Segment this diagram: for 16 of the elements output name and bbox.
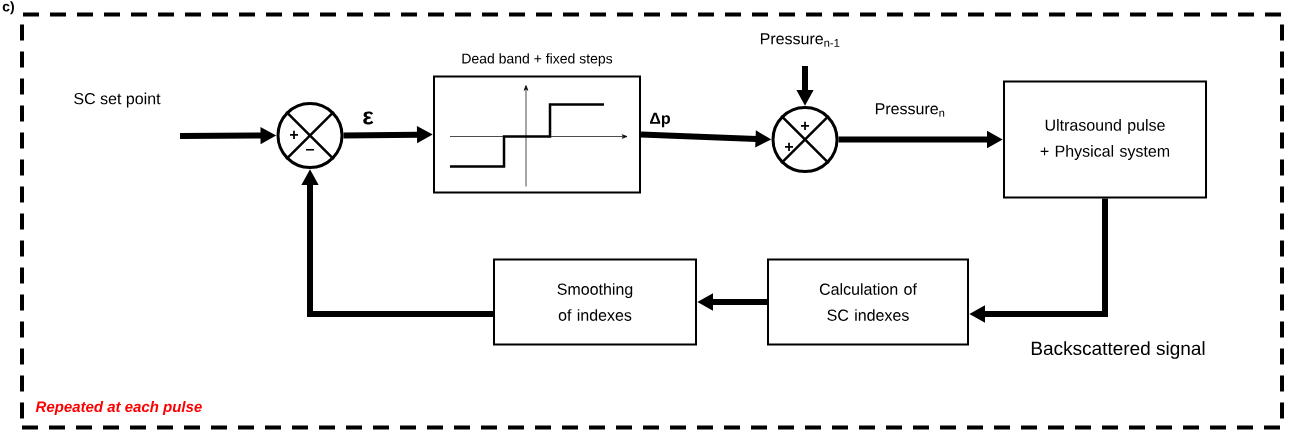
edge-label: Δp bbox=[650, 112, 670, 128]
summing-junction: + – bbox=[276, 102, 344, 169]
process-box: Ultrasound pulse + Physical system bbox=[1003, 80, 1207, 199]
edge-label: SC set point bbox=[74, 92, 161, 108]
note-text: Repeated at each pulse bbox=[35, 401, 202, 415]
edge-label: Pressure$_{n}$ bbox=[875, 103, 945, 117]
edge-label: Backscattered signal bbox=[1031, 341, 1205, 359]
summing-junction: + + bbox=[771, 106, 839, 173]
process-box: Calculation of SC indexes bbox=[767, 258, 969, 346]
edge-label: ε bbox=[363, 111, 374, 125]
panel-label: c) bbox=[2, 1, 14, 15]
dead-band-block: Dead band + fixed steps bbox=[433, 53, 641, 194]
edge-label: Pressure$_{n-1}$ bbox=[760, 33, 840, 47]
node-label: Dead band + fixed steps bbox=[462, 53, 613, 67]
process-box: Smoothing of indexes bbox=[493, 258, 697, 346]
dashed-frame bbox=[20, 12, 1284, 430]
